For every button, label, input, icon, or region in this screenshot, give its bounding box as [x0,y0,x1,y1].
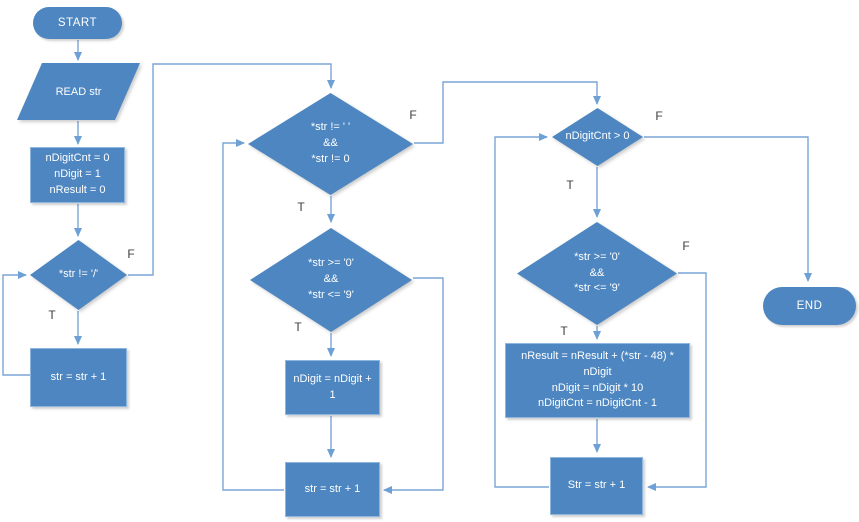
edge-checkcnt-false-end [644,136,812,282]
inc-ndigit-node: nDigit = nDigit + 1 [285,360,380,415]
edge-incstr1-loop-checkslash [2,271,31,376]
check-end-decision: *str != ' ' && *str != 0 [248,93,413,195]
branch-label-digit1-true: T [294,320,302,334]
end-label: END [796,299,823,312]
branch-label-slash-false: F [127,247,135,261]
check-slash-decision: *str != '/' [30,240,127,310]
branch-label-cnt-true: T [566,178,574,192]
accumulate-node: nResult = nResult + (*str - 48) * nDigit… [505,343,690,418]
edge-incstr2-loop-checkend [222,139,284,491]
check-cnt-label: nDigitCnt > 0 [565,130,630,143]
edge-incstr3-loop-checkcnt [494,133,549,488]
branch-label-slash-true: T [48,308,56,322]
check-cnt-decision: nDigitCnt > 0 [552,108,643,166]
branch-label-end-false: F [409,108,417,122]
start-node: START [33,7,122,39]
end-node: END [763,287,856,325]
inc-str-1-node: str = str + 1 [30,348,127,407]
check-digit-1-decision: *str >= '0' && *str <= '9' [250,228,412,332]
start-label: START [57,16,98,29]
read-str-label: READ str [55,85,102,98]
branch-label-end-true: T [297,200,305,214]
read-str-node: READ str [17,63,140,120]
init-node: nDigitCnt = 0 nDigit = 1 nResult = 0 [30,147,125,203]
edge-checkslash-false-checkend [128,63,335,276]
edge-checkdigit1-false-incstr2 [383,277,444,494]
edge-checkend-false-checkcnt [414,81,601,144]
branch-label-digit2-false: F [682,239,690,253]
edge-checkdigit2-false-incstr3 [647,272,707,491]
check-digit-2-decision: *str >= '0' && *str <= '9' [517,222,677,325]
check-slash-label: *str != '/' [58,268,99,281]
inc-str-2-node: str = str + 1 [285,462,380,517]
branch-label-digit2-true: T [560,324,568,338]
inc-str-3-node: Str = str + 1 [550,457,643,515]
branch-label-cnt-false: F [655,109,663,123]
